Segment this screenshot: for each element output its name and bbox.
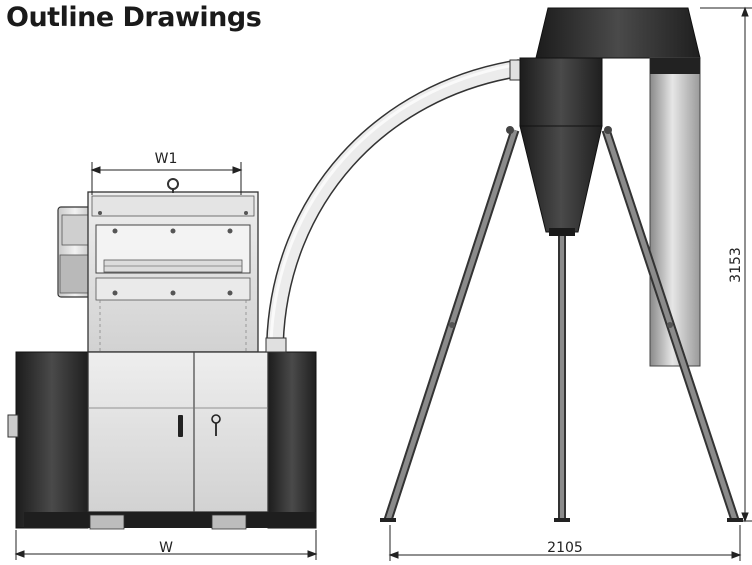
- page-title: Outline Drawings: [6, 2, 262, 33]
- dimension-lines: [14, 6, 752, 561]
- dim-label-w1: W1: [155, 151, 178, 167]
- filter-tube: [649, 57, 701, 367]
- cyclone-hood: [535, 7, 701, 59]
- conveying-pipe: [265, 59, 525, 353]
- base-left-side: [15, 351, 89, 529]
- dim-label-height-total: 3153: [728, 247, 744, 283]
- cyclone-separator: [380, 7, 743, 522]
- granulator: [7, 178, 317, 530]
- base-right-side: [267, 351, 317, 529]
- lifting-eye-icon: [167, 178, 179, 190]
- dim-label-width-total: 2105: [547, 540, 583, 556]
- dim-label-w: W: [159, 540, 173, 556]
